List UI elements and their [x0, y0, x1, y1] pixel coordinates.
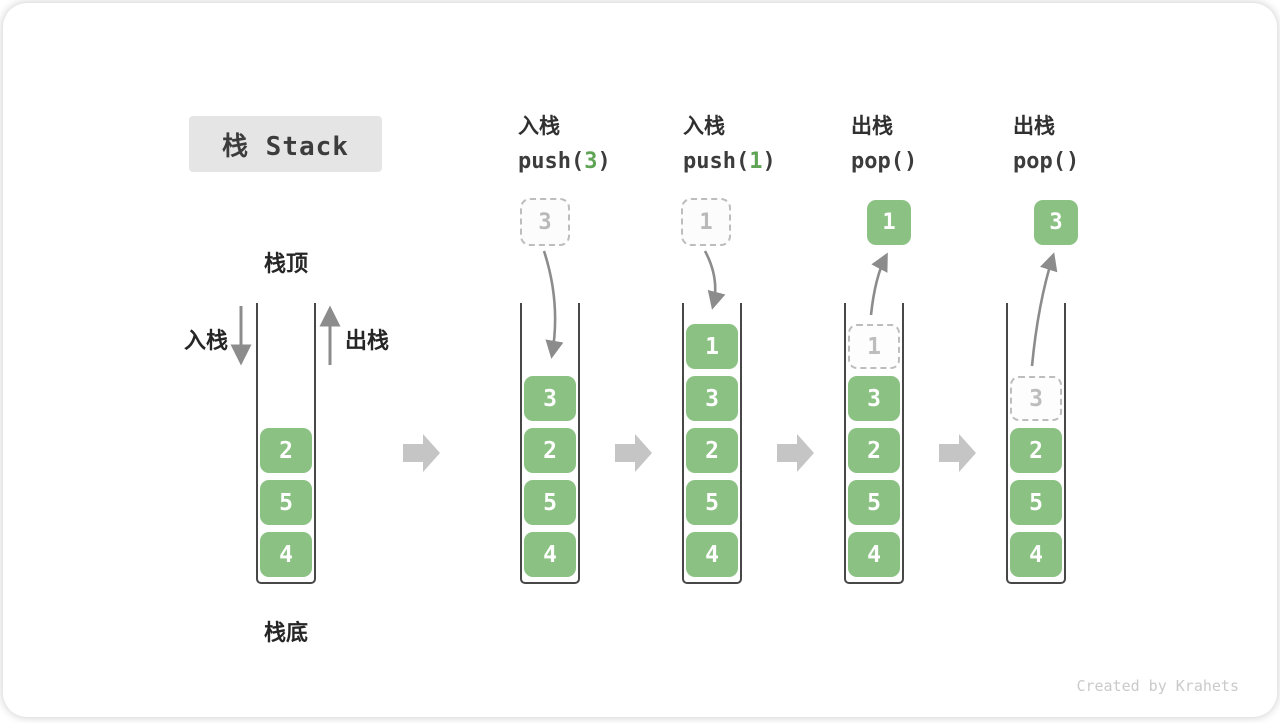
stack-block: 5: [848, 480, 900, 525]
ghost-block: 1: [848, 324, 900, 369]
stack-block: 4: [686, 532, 738, 577]
stack-bottom-label: 栈底: [263, 620, 308, 645]
stack-block: 3: [848, 376, 900, 421]
ghost-block: 3: [1010, 376, 1062, 421]
stack-state-2: 3 2 5 4: [520, 303, 580, 584]
stack-block: 4: [848, 532, 900, 577]
stack-top-label: 栈顶: [263, 251, 308, 276]
push-argument: 3: [584, 149, 598, 174]
push-side-label: 入栈: [183, 328, 228, 353]
stack-block: 2: [848, 428, 900, 473]
stack-block: 5: [1010, 480, 1062, 525]
stack-block: 2: [524, 428, 576, 473]
operation-code: push(1): [683, 149, 776, 174]
stack-block: 2: [260, 428, 312, 473]
step-arrow-icon: [939, 434, 976, 472]
push-argument: 1: [749, 149, 763, 174]
popped-element-1: 1: [867, 200, 911, 245]
stack-block: 2: [1010, 428, 1062, 473]
stack-block: 5: [524, 480, 576, 525]
stack-state-1: 2 5 4: [256, 303, 316, 584]
pop-side-label: 出栈: [345, 328, 390, 353]
stack-block: 1: [686, 324, 738, 369]
step-arrow-icon: [615, 434, 652, 472]
operation-name: 出栈: [1013, 115, 1055, 138]
operation-code: pop(): [1013, 149, 1080, 174]
stack-state-3: 1 3 2 5 4: [682, 303, 742, 584]
push-flow-arrow-icon: [703, 250, 726, 310]
operation-name: 出栈: [851, 115, 893, 138]
diagram-canvas: 栈 Stack 入栈 push(3) 入栈 push(1) 出栈 pop() 出…: [3, 3, 1277, 717]
operation-name: 入栈: [518, 115, 560, 138]
diagram-title: 栈 Stack: [189, 116, 382, 172]
stack-block: 5: [260, 480, 312, 525]
incoming-element-3: 3: [520, 198, 570, 246]
incoming-element-1: 1: [681, 198, 731, 246]
watermark: Created by Krahets: [1076, 677, 1239, 695]
stack-state-4: 1 3 2 5 4: [844, 303, 904, 584]
stack-block: 4: [524, 532, 576, 577]
stack-block: 2: [686, 428, 738, 473]
operation-code: push(3): [518, 149, 611, 174]
operation-label-push-3: 入栈 push(3): [518, 110, 668, 174]
stack-block: 5: [686, 480, 738, 525]
operation-name: 入栈: [683, 115, 725, 138]
stack-block: 3: [524, 376, 576, 421]
stack-state-5: 3 2 5 4: [1006, 303, 1066, 584]
step-arrow-icon: [777, 434, 814, 472]
operation-code: pop(): [851, 149, 918, 174]
step-arrow-icon: [403, 434, 440, 472]
stack-block: 4: [1010, 532, 1062, 577]
stack-block: 3: [686, 376, 738, 421]
operation-label-pop-1: 出栈 pop(): [851, 110, 1001, 174]
popped-element-3: 3: [1034, 200, 1078, 245]
stack-block: 4: [260, 532, 312, 577]
operation-label-push-1: 入栈 push(1): [683, 110, 833, 174]
operation-label-pop-2: 出栈 pop(): [1013, 110, 1163, 174]
